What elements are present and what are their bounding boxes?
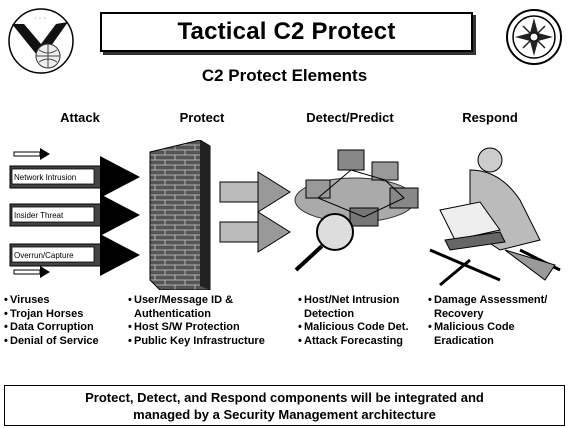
attack-label-network: Network Intrusion: [14, 173, 76, 182]
small-arrow-top: [13, 148, 50, 160]
bullet-item: Data Corruption: [4, 321, 99, 335]
footer-note: Protect, Detect, and Respond components …: [4, 385, 565, 426]
small-arrow-bottom: [13, 266, 50, 278]
bullet-item-continued: Authentication: [134, 307, 211, 320]
army-seal-icon: ◦ ◦ ◦: [8, 8, 74, 74]
column-heading-respond: Respond: [462, 110, 518, 125]
bullet-item: Host/Net Intrusion: [298, 294, 409, 308]
bullet-item: User/Message ID &: [128, 294, 265, 308]
bullet-item: Malicious Code: [428, 321, 547, 335]
respond-bullets: Damage Assessment/ Recovery Malicious Co…: [428, 294, 547, 348]
bullet-item-continued: Recovery: [434, 307, 484, 320]
subtitle: C2 Protect Elements: [201, 66, 368, 85]
attack-arrow-network: [9, 156, 140, 198]
attack-bullets: Viruses Trojan Horses Data Corruption De…: [4, 294, 99, 348]
column-heading-attack: Attack: [60, 110, 100, 125]
arrow-protect-detect-top: [219, 171, 291, 213]
page-title: Tactical C2 Protect: [100, 12, 473, 52]
network-computers-icon: [294, 149, 419, 227]
detect-bullets: Host/Net Intrusion Detection Malicious C…: [298, 294, 409, 348]
bullet-item-continued: Eradication: [434, 334, 494, 347]
arrow-protect-detect-bottom: [219, 211, 291, 253]
attack-label-overrun: Overrun/Capture: [14, 251, 74, 260]
attack-arrow-overrun: [9, 234, 140, 276]
protect-bullets: User/Message ID & Authentication Host S/…: [128, 294, 265, 348]
bullet-item: Trojan Horses: [4, 308, 99, 322]
firewall-brick-icon: [149, 140, 211, 290]
footer-line-1: Protect, Detect, and Respond components …: [85, 390, 484, 405]
soldier-laptop-icon: [429, 147, 561, 287]
bullet-item: Denial of Service: [4, 335, 99, 349]
bullet-item: Damage Assessment/: [428, 294, 547, 308]
bullet-item: Viruses: [4, 294, 99, 308]
compass-emblem-icon: [506, 9, 562, 65]
column-heading-detect: Detect/Predict: [306, 110, 394, 125]
footer-line-2: managed by a Security Management archite…: [133, 407, 436, 422]
bullet-item: Host S/W Protection: [128, 321, 265, 335]
bullet-item-continued: Detection: [304, 307, 355, 320]
bullet-item: Public Key Infrastructure: [128, 335, 265, 349]
magnifier-icon: [294, 213, 354, 272]
illustration: Network Intrusion Insider Threat Overrun…: [9, 140, 561, 290]
bullet-item: Malicious Code Det.: [298, 321, 409, 335]
attack-label-insider: Insider Threat: [14, 211, 64, 220]
attack-arrow-insider: [9, 194, 140, 236]
svg-text:◦ ◦ ◦: ◦ ◦ ◦: [34, 16, 46, 22]
bullet-item: Attack Forecasting: [298, 335, 409, 349]
column-heading-protect: Protect: [179, 110, 225, 125]
